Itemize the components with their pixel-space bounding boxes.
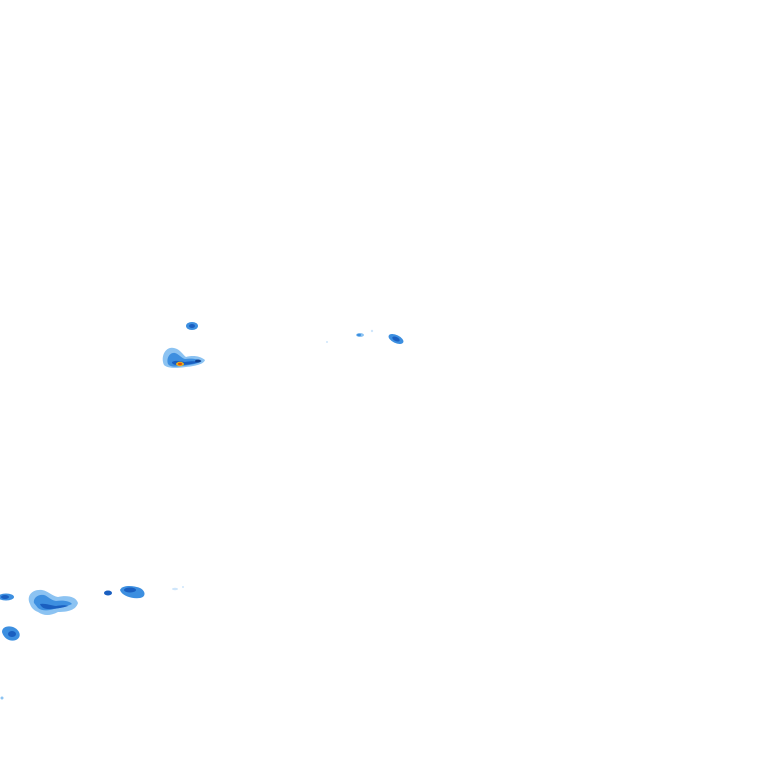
radar-cell-southwest-edge bbox=[0, 696, 4, 700]
radar-cell-east-pair bbox=[326, 329, 404, 344]
radar-cell-north-small bbox=[186, 322, 198, 330]
radar-cell-southwest-cluster bbox=[0, 589, 78, 615]
radar-cell-southwest-east bbox=[104, 585, 184, 599]
radar-cell-west-main bbox=[162, 347, 205, 368]
radar-cell-southwest-small bbox=[2, 626, 20, 641]
